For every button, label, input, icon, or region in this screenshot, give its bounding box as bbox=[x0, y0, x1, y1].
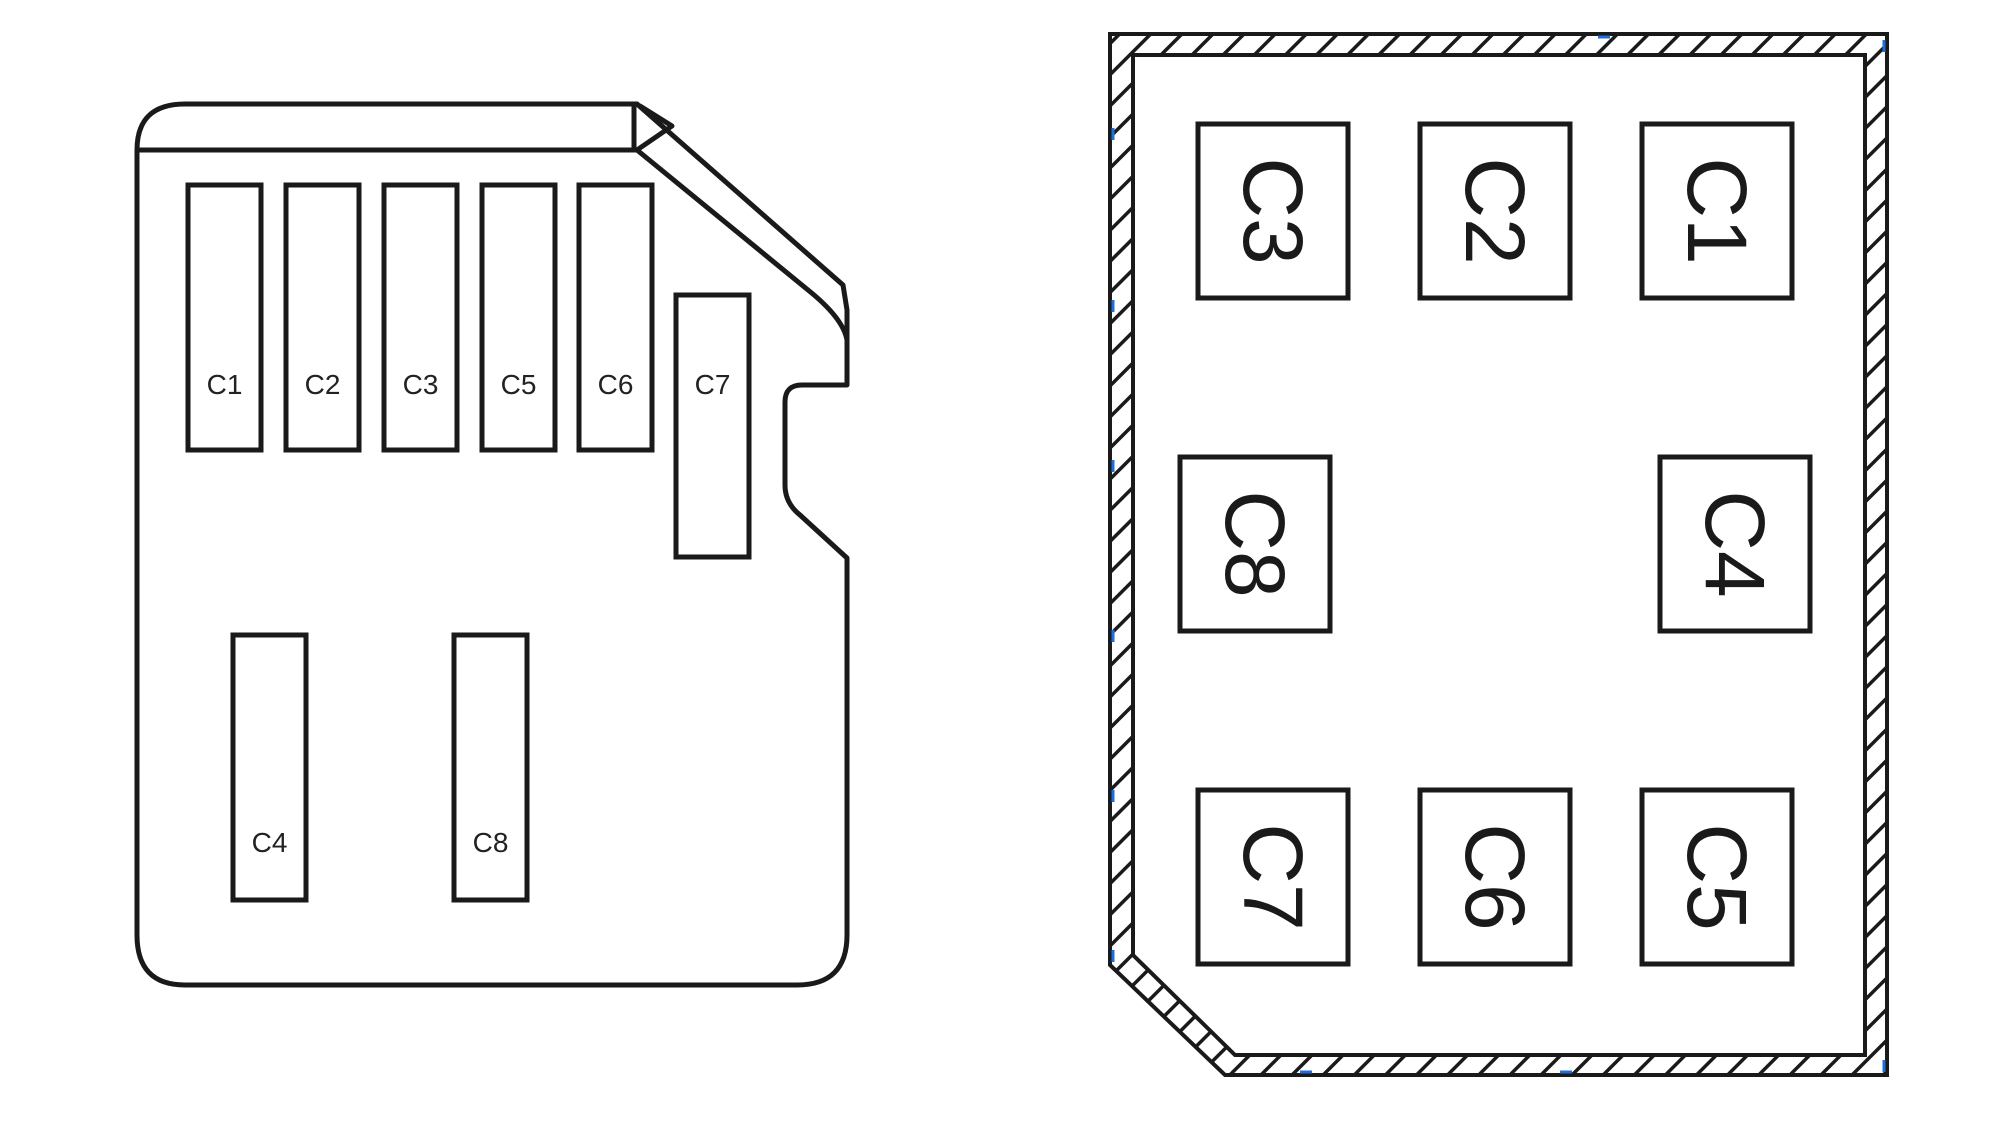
sd-card-outline bbox=[134, 101, 850, 988]
sd-contact-label: C4 bbox=[252, 827, 288, 858]
sd-card-bevel-edge bbox=[634, 147, 850, 343]
sim-contact-c3: C3 bbox=[1195, 121, 1351, 301]
sd-card-bevel-corner bbox=[634, 103, 675, 153]
sim-contact-c5: C5 bbox=[1639, 787, 1795, 967]
sim-contact-label: C6 bbox=[1448, 823, 1542, 930]
sd-contact-pad bbox=[381, 182, 460, 453]
sim-contact-c8: C8 bbox=[1177, 454, 1333, 634]
sim-contact-pad bbox=[1417, 121, 1573, 301]
sim-contact-label: C5 bbox=[1670, 823, 1764, 930]
sim-card: C3 C2 C1 C8 C4 C7 bbox=[1108, 32, 1889, 1077]
sd-contact-label: C3 bbox=[403, 369, 439, 400]
sim-contact-pad bbox=[1195, 787, 1351, 967]
sim-contact-c4: C4 bbox=[1657, 454, 1813, 634]
sim-contact-pad bbox=[1639, 787, 1795, 967]
sim-contact-pad bbox=[1417, 787, 1573, 967]
sim-contact-pad bbox=[1195, 121, 1351, 301]
sd-contact-pad bbox=[451, 632, 530, 903]
sim-contact-pad bbox=[1177, 454, 1333, 634]
sd-contact-pad bbox=[185, 182, 264, 453]
sd-contact-label: C2 bbox=[305, 369, 341, 400]
sim-contact-pad bbox=[1639, 121, 1795, 301]
sd-contact-label: C6 bbox=[598, 369, 634, 400]
sim-contact-label: C1 bbox=[1670, 157, 1764, 264]
sim-contact-c6: C6 bbox=[1417, 787, 1573, 967]
sd-contact-pad bbox=[283, 182, 362, 453]
sim-contact-label: C8 bbox=[1208, 490, 1302, 597]
sd-contact-c4: C4 bbox=[230, 632, 309, 903]
sim-contact-c7: C7 bbox=[1195, 787, 1351, 967]
sim-card-hatched-frame bbox=[1108, 32, 1889, 1077]
sd-contact-label: C7 bbox=[695, 369, 731, 400]
sd-contact-c1: C1 bbox=[185, 182, 264, 453]
sd-contact-pad bbox=[230, 632, 309, 903]
sd-contact-label: C5 bbox=[501, 369, 537, 400]
sim-contact-label: C2 bbox=[1448, 157, 1542, 264]
sd-contact-c2: C2 bbox=[283, 182, 362, 453]
sd-contact-pad bbox=[576, 182, 655, 453]
sim-contact-c1: C1 bbox=[1639, 121, 1795, 301]
sim-contact-c2: C2 bbox=[1417, 121, 1573, 301]
sim-contact-label: C7 bbox=[1226, 823, 1320, 930]
sd-contact-label: C1 bbox=[207, 369, 243, 400]
sd-contact-label: C8 bbox=[473, 827, 509, 858]
sim-contact-pad bbox=[1657, 454, 1813, 634]
sd-contact-c8: C8 bbox=[451, 632, 530, 903]
sd-contact-pad bbox=[673, 292, 752, 560]
sd-contact-c7: C7 bbox=[673, 292, 752, 560]
sd-contact-c6: C6 bbox=[576, 182, 655, 453]
sim-contact-label: C4 bbox=[1688, 490, 1782, 597]
sd-contact-c5: C5 bbox=[479, 182, 558, 453]
sd-contact-pad bbox=[479, 182, 558, 453]
sd-card: C1 C2 C3 C5 C6 C7 bbox=[134, 101, 850, 988]
sim-contact-label: C3 bbox=[1226, 157, 1320, 264]
sd-contact-c3: C3 bbox=[381, 182, 460, 453]
